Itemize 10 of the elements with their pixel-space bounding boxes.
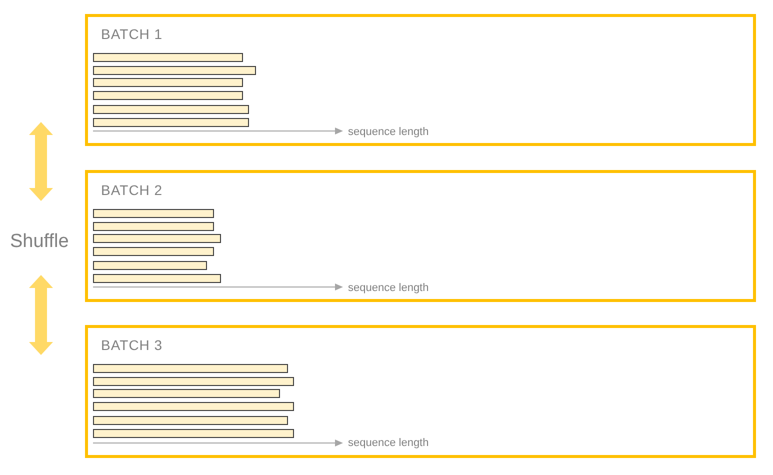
batch-panel — [85, 325, 756, 458]
batch-panel — [85, 170, 756, 302]
batch-title: BATCH 1 — [101, 26, 163, 42]
axis-label: sequence length — [348, 283, 429, 294]
batch-title: BATCH 2 — [101, 182, 163, 198]
axis-label: sequence length — [348, 127, 429, 138]
shuffle-label: Shuffle — [10, 232, 69, 251]
batch-panel — [85, 14, 756, 146]
axis-label: sequence length — [348, 438, 429, 449]
batch-title: BATCH 3 — [101, 337, 163, 353]
